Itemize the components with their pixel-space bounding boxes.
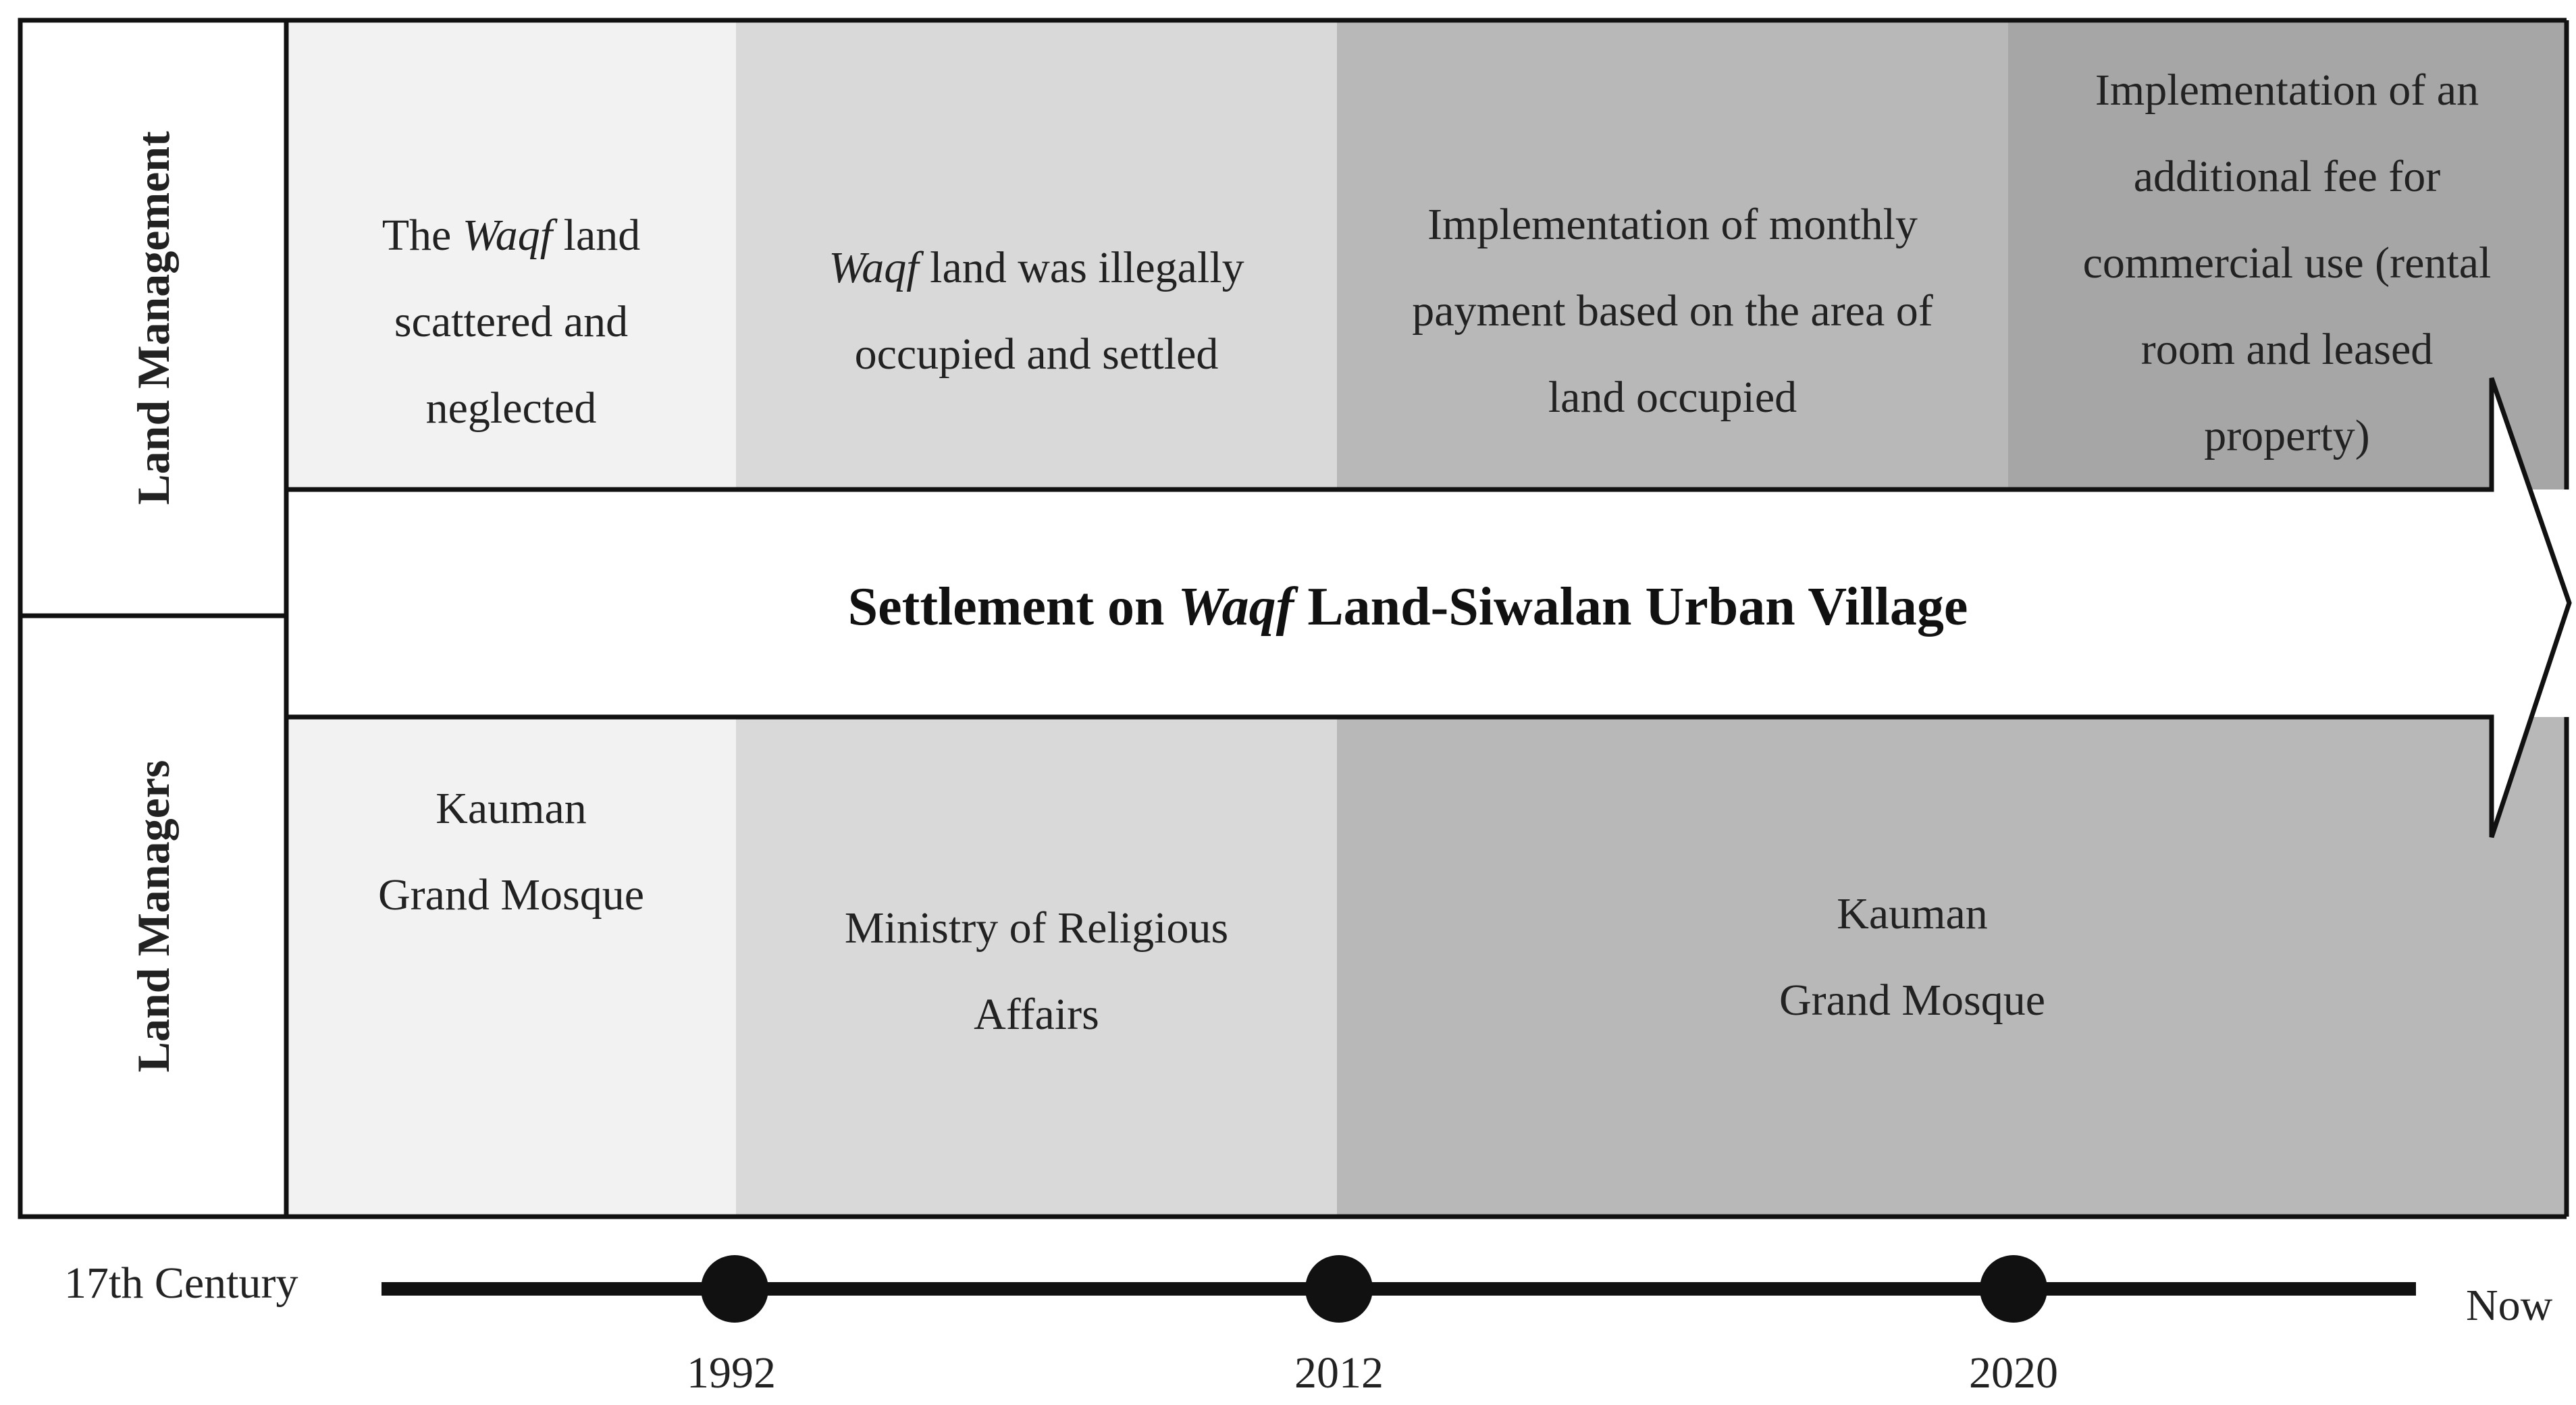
managers-period-1-line-1-run-1: Kauman [436,784,587,833]
timeline-marker-2020 [1980,1255,2047,1323]
management-period-3-line-3: land occupied [1548,373,1797,422]
banner-text-end: Land-Siwalan Urban Village [1294,577,1968,637]
managers-period-2-line-1: Ministry of Religious [845,903,1228,953]
management-period-4-line-2: additional fee for [2134,152,2440,201]
row-header-column [18,18,289,1219]
management-period-1-line-1-run-3: land [552,211,640,260]
managers-period-1-line-1: Kauman [436,784,587,833]
timeline-year-1992: 1992 [687,1348,776,1398]
management-period-4-text: Implementation of an additional fee for co… [2083,65,2492,460]
management-period-4-line-5: property) [2204,411,2370,460]
managers-period-3-line-2: Grand Mosque [1779,976,2045,1025]
management-period-3-line-1-run-1: Implementation of monthly [1427,200,1918,249]
management-period-2-bg [736,20,1337,489]
settlement-banner-title: Settlement on Waqf Land-Siwalan Urban Vi… [848,577,1968,637]
management-period-4-line-1-run-1: Implementation of an [2095,65,2479,115]
management-period-1-line-2: scattered and [394,297,628,346]
managers-period-2-line-2: Affairs [974,990,1099,1039]
managers-period-2-bg [736,717,1337,1217]
management-period-2-text: Waqf land was illegally occupied and sett… [829,243,1244,379]
management-period-1-line-1-run-2: Waqf [463,211,558,260]
managers-period-3-line-1-run-1: Kauman [1837,889,1988,938]
managers-period-1-bg [286,717,736,1217]
management-period-3-line-2: payment based on the area of [1412,286,1933,336]
management-period-3-line-3-run-1: land occupied [1548,373,1797,422]
management-period-4-bg [2008,20,2567,489]
management-period-1-line-2-run-1: scattered and [394,297,628,346]
management-period-1-line-1: The Waqf land [382,211,641,260]
managers-period-3-bg [1337,717,2567,1217]
management-period-1-line-3-run-1: neglected [426,383,597,433]
management-period-3-bg [1337,20,2008,489]
management-period-2-line-2-run-1: occupied and settled [855,329,1219,379]
management-period-4-line-4: room and leased [2141,325,2434,374]
timeline-start-label: 17th Century [64,1258,298,1308]
row-header-land-managers: Land Managers [128,760,179,1073]
management-period-4-line-5-run-1: property) [2204,411,2370,460]
managers-period-2-line-2-run-1: Affairs [974,990,1099,1039]
management-period-3-text: Implementation of monthly payment based o… [1412,200,1933,422]
management-period-4-line-1: Implementation of an [2095,65,2479,115]
management-period-2-line-1-run-2: land was illegally [919,243,1244,292]
settlement-arrow [284,377,2572,839]
managers-period-1-line-2-run-1: Grand Mosque [378,870,644,920]
timeline-end-label: Now [2466,1281,2553,1330]
management-period-3-line-1: Implementation of monthly [1427,200,1918,249]
management-period-1-bg [286,20,736,489]
management-period-2-line-1: Waqf land was illegally [829,243,1244,292]
timeline-year-2020: 2020 [1969,1348,2058,1398]
banner-text-italic: Waqf [1178,577,1298,637]
management-period-4-line-3-run-1: commercial use (rental [2083,238,2492,288]
row-header-land-management: Land Management [128,131,179,505]
managers-period-1-line-2: Grand Mosque [378,870,644,920]
management-period-1-text: The Waqf land scattered and neglected [382,211,641,433]
management-period-3-line-2-run-1: payment based on the area of [1412,286,1933,336]
managers-period-3-line-1: Kauman [1837,889,1988,938]
management-period-4-line-3: commercial use (rental [2083,238,2492,288]
management-period-1-line-1-run-1: The [382,211,463,260]
timeline-marker-1992 [701,1255,768,1323]
timeline-year-2012: 2012 [1294,1348,1384,1398]
timeline-marker-2012 [1305,1255,1373,1323]
management-period-4-line-4-run-1: room and leased [2141,325,2434,374]
management-period-4-line-2-run-1: additional fee for [2134,152,2440,201]
banner-text-start: Settlement on [848,577,1178,637]
management-period-1-line-3: neglected [426,383,597,433]
management-period-2-line-2: occupied and settled [855,329,1219,379]
managers-period-3-line-2-run-1: Grand Mosque [1779,976,2045,1025]
managers-period-2-line-1-run-1: Ministry of Religious [845,903,1228,953]
management-period-2-line-1-run-1: Waqf [829,243,924,292]
